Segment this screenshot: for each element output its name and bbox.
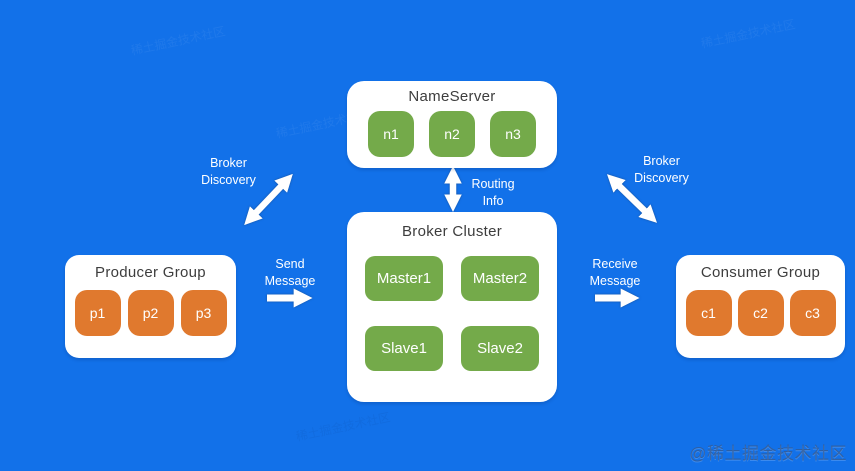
node-p1: p1 [74,290,121,336]
node-p2: p2 [127,290,174,336]
label-line: Routing [471,177,515,191]
background-watermark: 稀土掘金技术社区 [294,410,392,444]
node-n3: n3 [490,111,536,157]
label-line: Info [482,194,504,208]
node-c3: c3 [789,290,836,336]
label-broker-discovery-right: Broker Discovery [613,153,710,187]
nameserver-nodes: n1 n2 n3 [368,111,536,157]
node-master1: Master1 [365,256,443,301]
node-c2: c2 [737,290,784,336]
consumer-group-box: Consumer Group c1 c2 c3 [676,255,845,358]
label-broker-discovery-left: Broker Discovery [180,155,277,189]
label-line: Discovery [634,171,689,185]
label-line: Message [589,274,641,288]
node-n2: n2 [429,111,475,157]
label-line: Discovery [201,173,256,187]
consumer-group-title: Consumer Group [700,264,821,281]
producer-group-title: Producer Group [95,264,206,281]
producer-group-box: Producer Group p1 p2 p3 [65,255,236,358]
label-line: Send [275,257,305,271]
label-line: Broker [210,156,247,170]
label-line: Receive [592,257,638,271]
background-watermark: 稀土掘金技术社区 [129,24,227,58]
nameserver-title: NameServer [408,88,496,105]
node-master2: Master2 [461,256,539,301]
broker-cluster-box: Broker Cluster Master1 Master2 Slave1 Sl… [347,212,557,402]
node-p3: p3 [180,290,227,336]
watermark: @稀土掘金技术社区 [689,444,847,463]
label-send-message: Send Message [257,256,323,290]
label-line: Message [264,274,316,288]
broker-slave-row: Slave1 Slave2 [365,326,539,371]
node-slave2: Slave2 [461,326,539,371]
consumer-nodes: c1 c2 c3 [685,290,836,336]
label-line: Broker [643,154,680,168]
node-slave1: Slave1 [365,326,443,371]
broker-cluster-title: Broker Cluster [401,223,503,240]
node-c1: c1 [685,290,732,336]
background-watermark: 稀土掘金技术社区 [699,17,797,51]
producer-nodes: p1 p2 p3 [74,290,227,336]
label-routing-info: Routing Info [464,176,522,210]
label-receive-message: Receive Message [582,256,648,290]
node-n1: n1 [368,111,414,157]
nameserver-box: NameServer n1 n2 n3 [347,81,557,168]
broker-master-row: Master1 Master2 [365,256,539,301]
